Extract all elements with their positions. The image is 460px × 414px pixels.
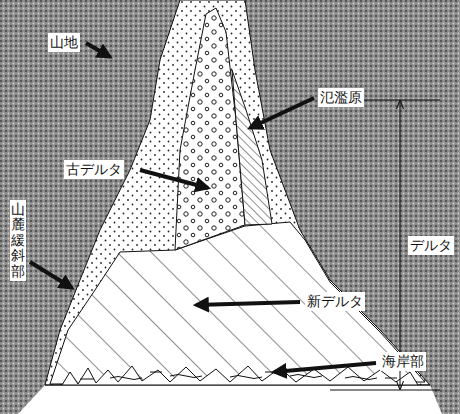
region-label: 山麓緩斜部 [10, 200, 26, 281]
old-delta [175, 8, 245, 250]
region-label: 新デルタ [305, 292, 365, 311]
leader-arrows [30, 43, 376, 372]
region-label: デルタ [408, 236, 454, 255]
region-label: 海岸部 [380, 352, 426, 371]
new-delta [50, 222, 425, 384]
region-label: 山地 [48, 33, 80, 52]
coast-zone [62, 366, 418, 385]
delta-front-line [45, 384, 430, 385]
sea-area [18, 385, 442, 414]
region-label: 氾濫原 [318, 88, 364, 107]
flood-plain [232, 70, 272, 225]
piedmont-slope [45, 0, 430, 385]
region-label: 古デルタ [64, 160, 124, 179]
